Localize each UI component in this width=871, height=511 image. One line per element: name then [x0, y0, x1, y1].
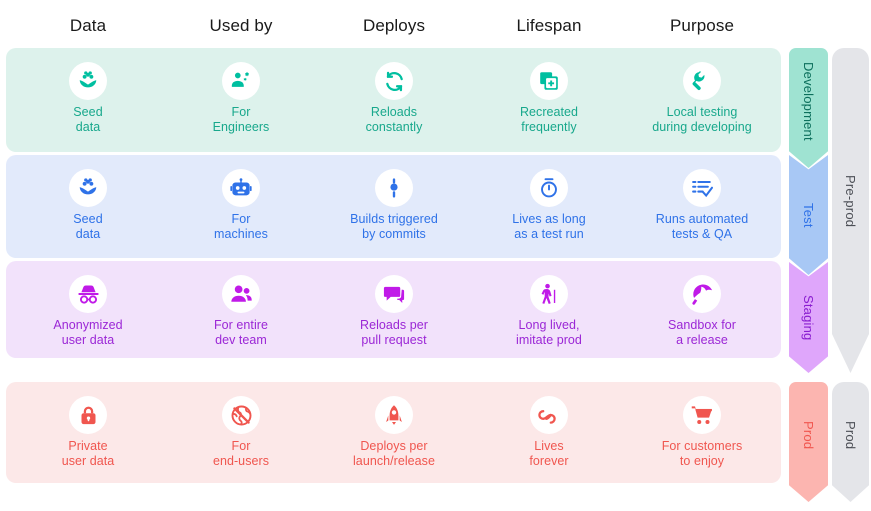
cell-staging-deploys: Reloads per pull request — [314, 261, 474, 358]
cell-label: For machines — [214, 212, 268, 241]
cell-test-used-by: For machines — [161, 155, 321, 258]
cell-prod-used-by: For end-users — [161, 382, 321, 483]
cell-label: Seed data — [73, 105, 103, 134]
cell-prod-lifespan: Lives forever — [469, 382, 629, 483]
cell-label: Runs automated tests & QA — [655, 212, 749, 241]
engineer-gear-icon — [222, 62, 260, 100]
wrench-icon — [683, 62, 721, 100]
cell-label: For entire dev team — [214, 318, 268, 347]
cell-label: Reloads constantly — [365, 105, 423, 134]
robot-icon — [222, 169, 260, 207]
stage-pill-staging[interactable]: Staging — [789, 262, 828, 373]
cell-label: Long lived, imitate prod — [516, 318, 582, 347]
row-prod: Private user data For end-users — [6, 382, 781, 483]
row-staging: Anonymized user data For entire dev team — [6, 261, 781, 358]
group-pill-label: Prod — [843, 420, 858, 450]
stage-pill-development[interactable]: Development — [789, 48, 828, 168]
stage-pill-label: Development — [801, 61, 816, 141]
umbrella-icon — [683, 275, 721, 313]
commit-node-icon — [375, 169, 413, 207]
stage-pill-label: Prod — [801, 420, 816, 450]
column-header-deploys: Deploys — [362, 16, 426, 35]
shopping-cart-icon — [683, 396, 721, 434]
lock-icon — [69, 396, 107, 434]
row-development: Seed data For Engineers R — [6, 48, 781, 152]
refresh-cycle-icon — [375, 62, 413, 100]
cell-prod-deploys: Deploys per launch/release — [314, 382, 474, 483]
cell-label: Lives forever — [529, 439, 569, 468]
group-pill-pre-prod[interactable]: Pre-prod — [832, 48, 869, 373]
cell-label: Builds triggered by commits — [350, 212, 438, 241]
cell-test-purpose: Runs automated tests & QA — [622, 155, 782, 258]
cell-development-deploys: Reloads constantly — [314, 48, 474, 152]
cell-staging-used-by: For entire dev team — [161, 261, 321, 358]
cell-label: Private user data — [61, 439, 115, 468]
cell-development-purpose: Local testing during developing — [622, 48, 782, 152]
cell-label: For customers to enjoy — [661, 439, 743, 468]
cell-label: Anonymized user data — [53, 318, 123, 347]
cell-label: Reloads per pull request — [360, 318, 428, 347]
group-pill-label: Pre-prod — [843, 175, 858, 228]
column-header-purpose: Purpose — [669, 16, 735, 35]
flower-seed-icon — [69, 62, 107, 100]
stage-pill-label: Staging — [801, 294, 816, 341]
cell-staging-lifespan: Long lived, imitate prod — [469, 261, 629, 358]
cell-test-lifespan: Lives as long as a test run — [469, 155, 629, 258]
column-header-used-by: Used by — [209, 16, 273, 35]
infinity-icon — [530, 396, 568, 434]
elderly-person-icon — [530, 275, 568, 313]
cell-label: Deploys per launch/release — [352, 439, 435, 468]
rocket-icon — [375, 396, 413, 434]
stage-pill-prod[interactable]: Prod — [789, 382, 828, 502]
cell-staging-data: Anonymized user data — [8, 261, 168, 358]
people-group-icon — [222, 275, 260, 313]
stage-pill-test[interactable]: Test — [789, 155, 828, 275]
flower-seed-icon — [69, 169, 107, 207]
cell-label: Seed data — [73, 212, 103, 241]
cell-prod-purpose: For customers to enjoy — [622, 382, 782, 483]
cell-label: Lives as long as a test run — [512, 212, 586, 241]
cell-prod-data: Private user data — [8, 382, 168, 483]
column-headers: Data Used by Deploys Lifespan Purpose — [6, 0, 781, 48]
stopwatch-icon — [530, 169, 568, 207]
cell-test-deploys: Builds triggered by commits — [314, 155, 474, 258]
cell-label: For Engineers — [212, 105, 270, 134]
cell-label: Local testing during developing — [652, 105, 752, 134]
copy-plus-icon — [530, 62, 568, 100]
incognito-icon — [69, 275, 107, 313]
cell-development-lifespan: Recreated frequently — [469, 48, 629, 152]
cell-staging-purpose: Sandbox for a release — [622, 261, 782, 358]
cell-test-data: Seed data — [8, 155, 168, 258]
checklist-icon — [683, 169, 721, 207]
chat-bubbles-icon — [375, 275, 413, 313]
cell-development-data: Seed data — [8, 48, 168, 152]
column-header-lifespan: Lifespan — [516, 16, 582, 35]
cell-label: Sandbox for a release — [668, 318, 736, 347]
cell-development-used-by: For Engineers — [161, 48, 321, 152]
row-test: Seed data For machines — [6, 155, 781, 258]
cell-label: Recreated frequently — [519, 105, 579, 134]
globe-blocked-icon — [222, 396, 260, 434]
group-pill-prod[interactable]: Prod — [832, 382, 869, 502]
cell-label: For end-users — [212, 439, 270, 468]
stage-pill-label: Test — [801, 202, 816, 228]
column-header-data: Data — [69, 16, 107, 35]
